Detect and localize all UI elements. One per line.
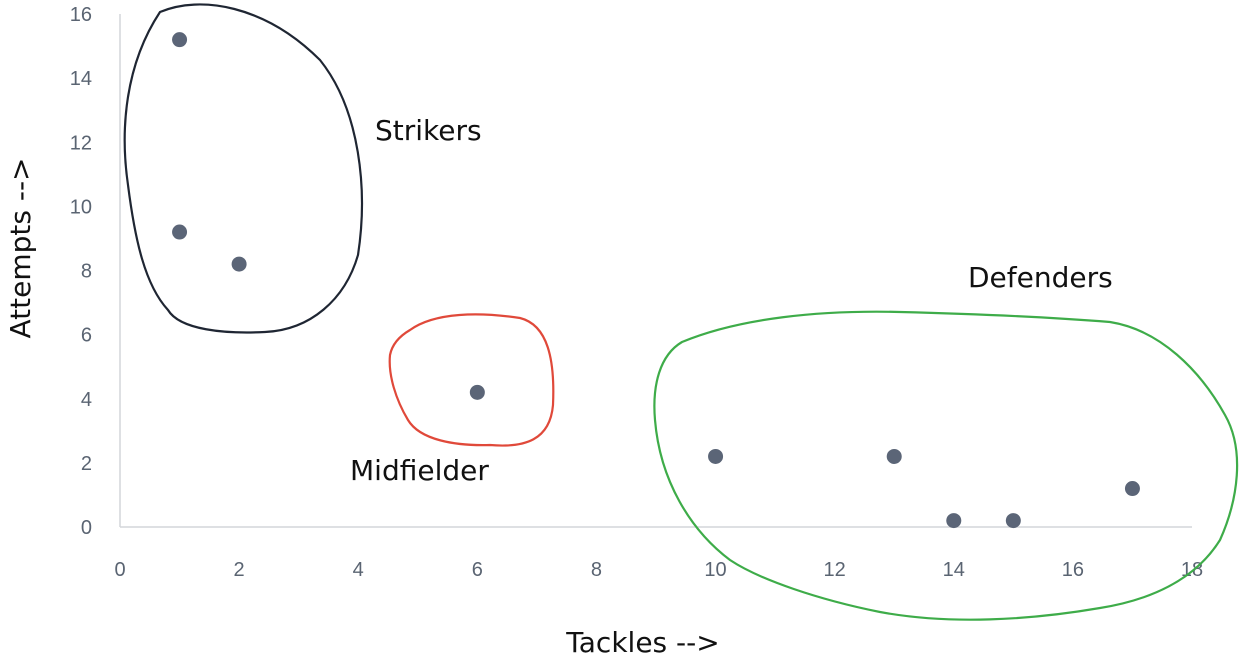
y-tick-label: 6 [81, 325, 92, 347]
strikers-cluster-outline [123, 3, 363, 334]
strikers-label: Strikers [375, 114, 482, 147]
x-tick-label: 0 [114, 559, 125, 581]
y-tick-label: 4 [81, 389, 92, 411]
x-tick-label: 4 [353, 559, 364, 581]
data-point [1124, 481, 1140, 497]
data-point [1005, 513, 1021, 529]
data-points [172, 32, 1140, 529]
data-point [708, 448, 724, 464]
y-tick-labels: 0 2 4 6 8 10 12 14 16 [70, 4, 92, 539]
y-tick-label: 16 [70, 4, 92, 26]
x-tick-label: 14 [943, 559, 965, 581]
midfielder-cluster-outline [388, 313, 555, 447]
x-tick-label: 16 [1062, 559, 1084, 581]
data-point [172, 224, 188, 240]
x-tick-label: 6 [472, 559, 483, 581]
x-axis-title: Tackles --> [565, 626, 719, 657]
defenders-label: Defenders [968, 261, 1113, 294]
y-tick-label: 12 [70, 132, 92, 154]
y-axis-title: Attempts --> [4, 157, 37, 338]
y-tick-label: 14 [70, 68, 92, 90]
data-point [469, 384, 485, 400]
y-tick-label: 10 [70, 196, 92, 218]
x-tick-label: 2 [234, 559, 245, 581]
data-point [886, 448, 902, 464]
defenders-cluster-outline [653, 310, 1239, 621]
data-point [946, 513, 962, 529]
data-point [172, 32, 188, 48]
y-tick-label: 8 [81, 261, 92, 283]
x-tick-label: 10 [704, 559, 726, 581]
x-tick-label: 12 [824, 559, 846, 581]
x-tick-label: 8 [591, 559, 602, 581]
y-tick-label: 0 [81, 517, 92, 539]
midfielder-label: Midfielder [350, 454, 489, 487]
y-tick-label: 2 [81, 453, 92, 475]
data-point [231, 256, 247, 272]
